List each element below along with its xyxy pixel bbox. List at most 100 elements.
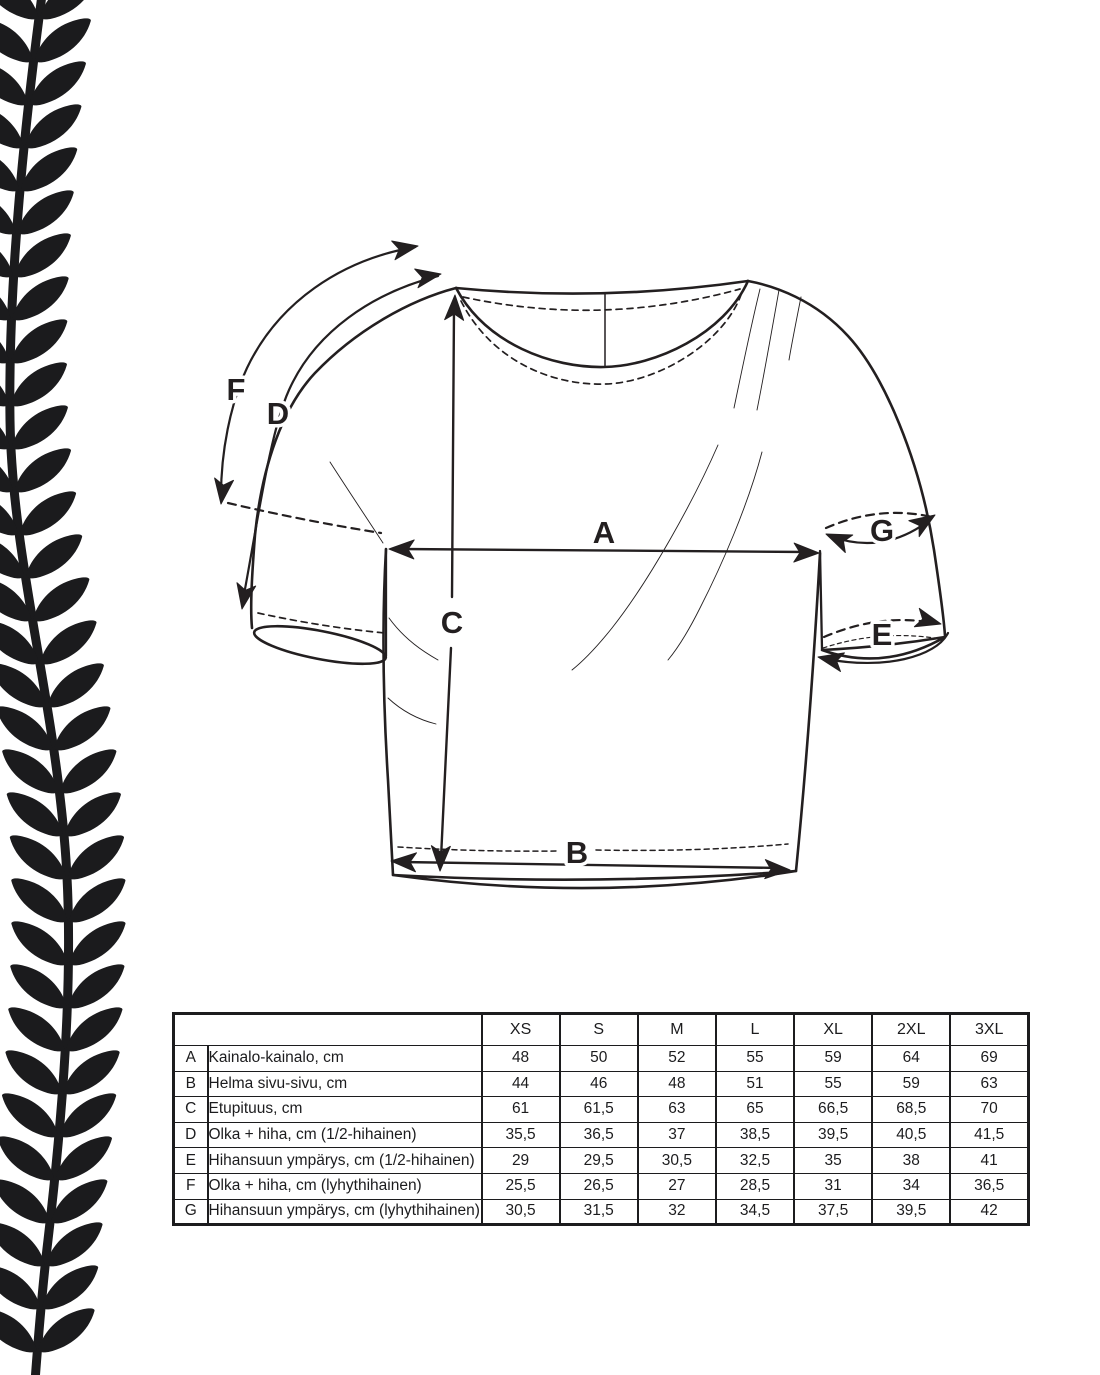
row-label: Hihansuun ympärys, cm (lyhythihainen) <box>206 1198 483 1226</box>
measurement-value: 50 <box>558 1045 639 1072</box>
vine-leaf <box>69 921 126 966</box>
measurement-value: 61,5 <box>558 1096 639 1123</box>
back-neck-line <box>454 279 750 295</box>
measurement-value: 64 <box>871 1045 952 1072</box>
vine-leaf <box>47 663 104 708</box>
row-letter: F <box>172 1172 209 1200</box>
measurement-value: 66,5 <box>793 1096 874 1123</box>
vine-leaf <box>25 104 82 149</box>
size-column-header: 2XL <box>871 1013 952 1046</box>
vine-leaf <box>6 792 63 837</box>
measurement-value: 38,5 <box>714 1121 796 1149</box>
vine-leaf <box>10 362 67 407</box>
measurement-value: 29,5 <box>558 1147 639 1174</box>
vine-leaf <box>54 706 111 751</box>
measurement-value: 31 <box>793 1172 874 1200</box>
measurement-label-c: C <box>441 605 463 640</box>
vine-leaf <box>40 0 97 20</box>
measurement-value: 28,5 <box>714 1172 796 1200</box>
measurement-value: 34,5 <box>714 1198 796 1226</box>
vine-leaf <box>64 792 121 837</box>
measure-b-line <box>400 860 781 870</box>
measurement-value: 40,5 <box>871 1121 952 1149</box>
front-neck-stitch <box>460 291 743 385</box>
left-cuff-stitch <box>257 612 386 634</box>
vine-leaf <box>40 620 97 665</box>
measurement-value: 52 <box>636 1045 717 1072</box>
hem-stitch-right <box>595 843 789 852</box>
measurement-value: 38 <box>871 1147 952 1174</box>
vine-leaf <box>21 147 78 192</box>
vine-leaf <box>38 1308 95 1353</box>
measurement-value: 32,5 <box>714 1147 796 1174</box>
measurement-value: 61 <box>480 1096 561 1123</box>
vine-leaf <box>0 18 33 63</box>
vine-leaf <box>11 319 68 364</box>
back-neck-stitch <box>462 288 741 312</box>
vine-leaf <box>33 577 90 622</box>
measurement-value: 30,5 <box>636 1147 717 1174</box>
row-label: Hihansuun ympärys, cm (1/2-hihainen) <box>206 1147 483 1174</box>
measurement-label-d: D <box>267 396 289 431</box>
vine-leaf <box>11 878 68 923</box>
row-letter: B <box>172 1070 209 1098</box>
vine-leaf <box>0 147 20 192</box>
measurement-value: 36,5 <box>558 1121 639 1149</box>
vine-leaf <box>11 405 68 450</box>
topstitching <box>257 288 942 852</box>
measurement-value: 65 <box>714 1096 796 1123</box>
vine-leaf <box>9 835 66 880</box>
row-letter: A <box>172 1045 209 1072</box>
body-right-side <box>794 551 822 873</box>
shirt-outline <box>249 279 947 890</box>
vine-leaf <box>0 61 28 106</box>
measurement-value: 31,5 <box>558 1198 639 1226</box>
vine-leaf <box>1 1093 59 1138</box>
measurement-label-g: G <box>870 513 894 548</box>
short-sleeve-dash-line <box>226 501 383 535</box>
measurement-value: 29 <box>480 1147 561 1174</box>
measurement-value: 59 <box>793 1045 874 1072</box>
vine-leaf <box>0 1265 41 1310</box>
hem-stitch-left <box>397 846 559 852</box>
measurement-value: 70 <box>949 1096 1030 1123</box>
front-neckline <box>454 279 750 369</box>
measurement-value: 44 <box>480 1070 561 1098</box>
measurement-value: 37 <box>636 1121 717 1149</box>
measurement-label-b: B <box>566 835 588 870</box>
vine-leaf <box>14 448 72 493</box>
vine-leaf <box>8 1007 65 1052</box>
vine-leaf <box>0 190 16 235</box>
vine-leaf <box>17 190 74 235</box>
measurement-value: 59 <box>871 1070 952 1098</box>
measure-f-curve <box>219 245 417 498</box>
size-column-header: 3XL <box>949 1013 1030 1046</box>
vine-leaf <box>0 104 24 149</box>
measure-c-line-top <box>450 306 456 599</box>
vine-leaf <box>0 1222 45 1267</box>
measurement-arrows <box>211 236 950 880</box>
measurement-value: 37,5 <box>793 1198 874 1226</box>
row-label: Etupituus, cm <box>206 1096 483 1123</box>
measurement-value: 35,5 <box>480 1121 561 1149</box>
measurement-value: 51 <box>714 1070 796 1098</box>
measure-c-line-bottom <box>439 646 453 860</box>
measurement-value: 48 <box>480 1045 561 1072</box>
measurement-value: 55 <box>793 1070 874 1098</box>
measurement-value: 41 <box>949 1147 1030 1174</box>
measure-g-dash-arc <box>824 511 934 530</box>
size-column-header: L <box>714 1013 796 1046</box>
measurement-labels: A B C D E F G <box>223 369 898 874</box>
vine-leaf <box>68 964 125 1009</box>
measurement-value: 42 <box>949 1198 1030 1226</box>
right-sleeve-outer <box>746 279 947 638</box>
vine-leaf <box>55 1136 112 1181</box>
vine-decoration <box>0 0 126 1375</box>
